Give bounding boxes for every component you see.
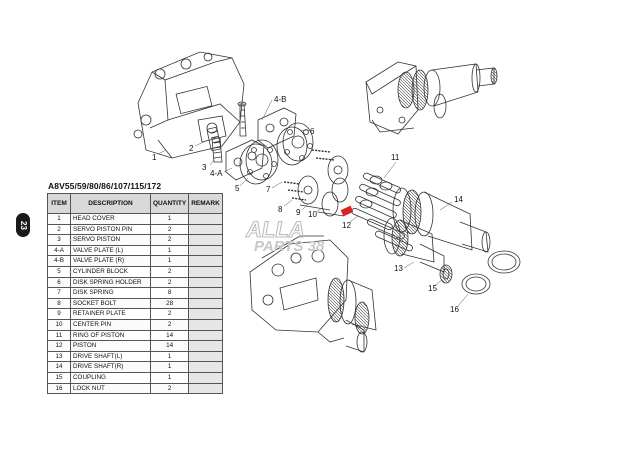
header-remark: REMARK	[188, 193, 223, 214]
table-header-row: ITEM DESCRIPTION QUANTITY REMARK	[47, 193, 223, 214]
callout-14: 14	[454, 195, 463, 204]
callout-labels: 1 2 3 4-A 4-B 5 6 7 8 9 10 11 12 13 14 1…	[152, 95, 463, 314]
row-remark	[188, 287, 223, 299]
callout-2: 2	[189, 144, 194, 153]
row-remark	[188, 276, 223, 289]
callout-4a: 4-A	[210, 169, 223, 178]
cylinder-block-drawing	[239, 122, 314, 185]
callout-11: 11	[391, 153, 400, 162]
callout-6: 6	[310, 127, 315, 136]
head-cover-drawing	[133, 51, 245, 159]
header-item: ITEM	[47, 193, 71, 214]
row-remark	[188, 350, 223, 363]
callout-7: 7	[266, 185, 271, 194]
assembled-pump-lower	[249, 235, 377, 353]
valve-plate-drawing	[225, 107, 297, 181]
header-description: DESCRIPTION	[70, 193, 151, 214]
disk-spring-drawing	[283, 149, 349, 217]
row-quantity: 2	[149, 382, 190, 395]
row-quantity: 2	[149, 265, 190, 278]
row-remark	[188, 371, 223, 384]
row-quantity: 14	[149, 329, 190, 342]
row-quantity: 1	[149, 255, 190, 267]
leader-lines	[157, 99, 469, 307]
servo-piston-drawing	[211, 101, 247, 163]
callout-5: 5	[235, 184, 240, 193]
header-quantity: QUANTITY	[149, 193, 190, 214]
row-quantity: 1	[149, 361, 190, 373]
callout-10: 10	[308, 210, 317, 219]
row-remark	[188, 382, 223, 395]
callout-16: 16	[450, 305, 459, 314]
row-remark	[188, 265, 223, 278]
row-remark	[188, 318, 223, 331]
row-quantity: 1	[149, 350, 190, 363]
row-quantity: 28	[149, 297, 190, 310]
assembled-pump-upper	[365, 61, 498, 135]
callout-8: 8	[278, 205, 283, 214]
row-remark	[188, 255, 223, 267]
lock-nut-drawing	[461, 250, 521, 295]
page-number-tab: 23	[16, 213, 30, 237]
row-remark	[188, 340, 223, 352]
callout-12: 12	[342, 221, 351, 230]
callout-1: 1	[152, 153, 157, 162]
row-remark	[188, 297, 223, 310]
piston-group-drawing	[340, 172, 413, 252]
row-quantity: 1	[149, 371, 190, 384]
drive-shaft-drawing	[383, 187, 491, 273]
watermark-line2: PARTS 38	[254, 238, 325, 255]
row-quantity: 2	[149, 308, 190, 320]
callout-4b: 4-B	[274, 95, 286, 104]
watermark: ALLA PARTS 38	[244, 216, 325, 255]
coupling-drawing	[439, 264, 453, 284]
row-remark	[188, 329, 223, 342]
watermark-line1: ALLA	[245, 217, 305, 242]
row-quantity: 2	[149, 318, 190, 331]
row-remark	[188, 361, 223, 373]
row-quantity: 14	[149, 340, 190, 352]
callout-13: 13	[394, 264, 403, 273]
row-quantity: 2	[149, 276, 190, 289]
callout-15: 15	[428, 284, 437, 293]
row-quantity: 8	[149, 287, 190, 299]
table-title: A8V55/59/80/86/107/115/172	[48, 181, 162, 191]
callout-3: 3	[202, 163, 207, 172]
callout-9: 9	[296, 208, 301, 217]
row-remark	[188, 308, 223, 320]
